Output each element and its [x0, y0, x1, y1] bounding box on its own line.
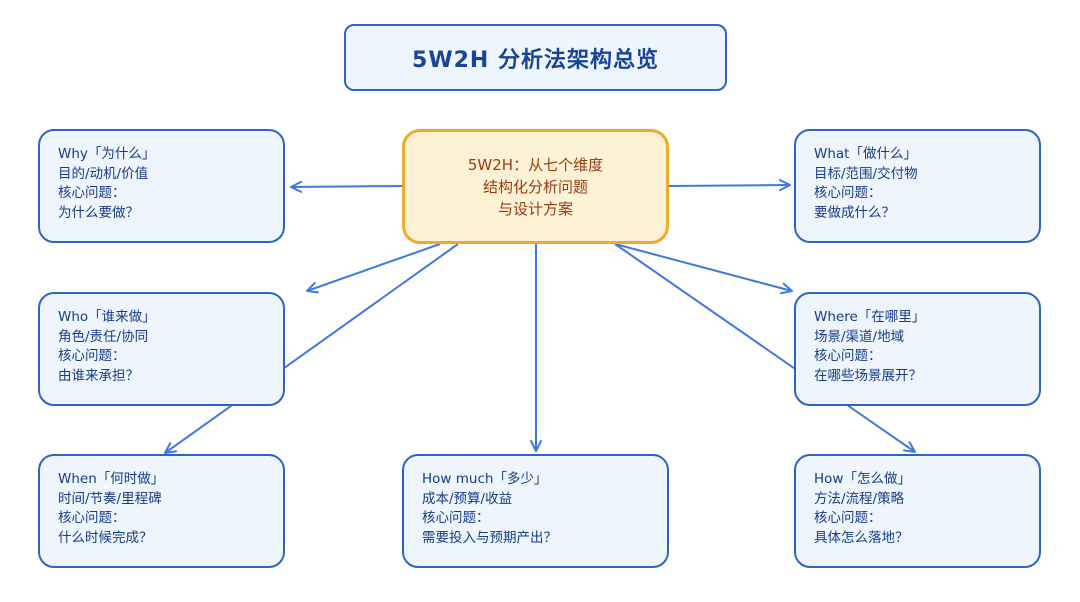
center-node: 5W2H：从七个维度 结构化分析问题 与设计方案 [402, 129, 669, 244]
node-how: How「怎么做」 方法/流程/策略 核心问题： 具体怎么落地？ [794, 454, 1041, 568]
node-question: 在哪些场景展开？ [814, 367, 922, 384]
node-heading: How much「多少」 [422, 471, 548, 487]
node-heading: Where「在哪里」 [814, 309, 926, 325]
node-question-label: 核心问题： [58, 348, 126, 364]
node-question-label: 核心问题： [814, 510, 882, 526]
node-question: 具体怎么落地？ [814, 529, 909, 546]
node-heading: How「怎么做」 [814, 471, 911, 487]
node-where: Where「在哪里」 场景/渠道/地域 核心问题： 在哪些场景展开？ [794, 292, 1041, 406]
arrow-to-where [614, 243, 793, 295]
node-question: 需要投入与预期产出？ [422, 529, 557, 546]
node-question-label: 核心问题： [422, 510, 490, 526]
node-when: When「何时做」 时间/节奏/里程碑 核心问题： 什么时候完成？ [38, 454, 285, 568]
node-why: Why「为什么」 目的/动机/价值 核心问题： 为什么要做？ [38, 129, 285, 243]
title-box: 5W2H 分析法架构总览 [344, 24, 727, 91]
node-question: 为什么要做？ [58, 204, 139, 221]
center-line-1: 5W2H：从七个维度 [467, 155, 604, 174]
node-heading: When「何时做」 [58, 471, 165, 487]
node-question-label: 核心问题： [58, 185, 126, 201]
node-subject: 角色/责任/协同 [58, 328, 149, 345]
center-line-2: 结构化分析问题 [482, 177, 588, 196]
node-subject: 目的/动机/价值 [58, 165, 149, 182]
center-line-3: 与设计方案 [497, 199, 573, 218]
node-heading: Who「谁来做」 [58, 309, 156, 325]
node-subject: 成本/预算/收益 [422, 490, 513, 507]
node-how-much: How much「多少」 成本/预算/收益 核心问题： 需要投入与预期产出？ [402, 454, 669, 568]
node-subject: 场景/渠道/地域 [814, 328, 905, 345]
node-heading: Why「为什么」 [58, 146, 156, 162]
diagram-title: 5W2H 分析法架构总览 [412, 47, 659, 73]
node-who: Who「谁来做」 角色/责任/协同 核心问题： 由谁来承担？ [38, 292, 285, 406]
node-subject: 目标/范围/交付物 [814, 165, 918, 182]
node-question-label: 核心问题： [58, 510, 126, 526]
node-question: 什么时候完成？ [58, 529, 153, 546]
arrow-to-what [668, 179, 791, 192]
arrow-to-why [290, 180, 403, 193]
node-what: What「做什么」 目标/范围/交付物 核心问题： 要做成什么？ [794, 129, 1041, 243]
node-question-label: 核心问题： [814, 348, 882, 364]
node-question: 要做成什么？ [814, 204, 895, 221]
arrow-to-who [306, 243, 441, 294]
node-question: 由谁来承担？ [58, 367, 139, 384]
node-question-label: 核心问题： [814, 185, 882, 201]
node-heading: What「做什么」 [814, 146, 917, 162]
node-subject: 方法/流程/策略 [814, 490, 905, 507]
node-subject: 时间/节奏/里程碑 [58, 490, 162, 507]
